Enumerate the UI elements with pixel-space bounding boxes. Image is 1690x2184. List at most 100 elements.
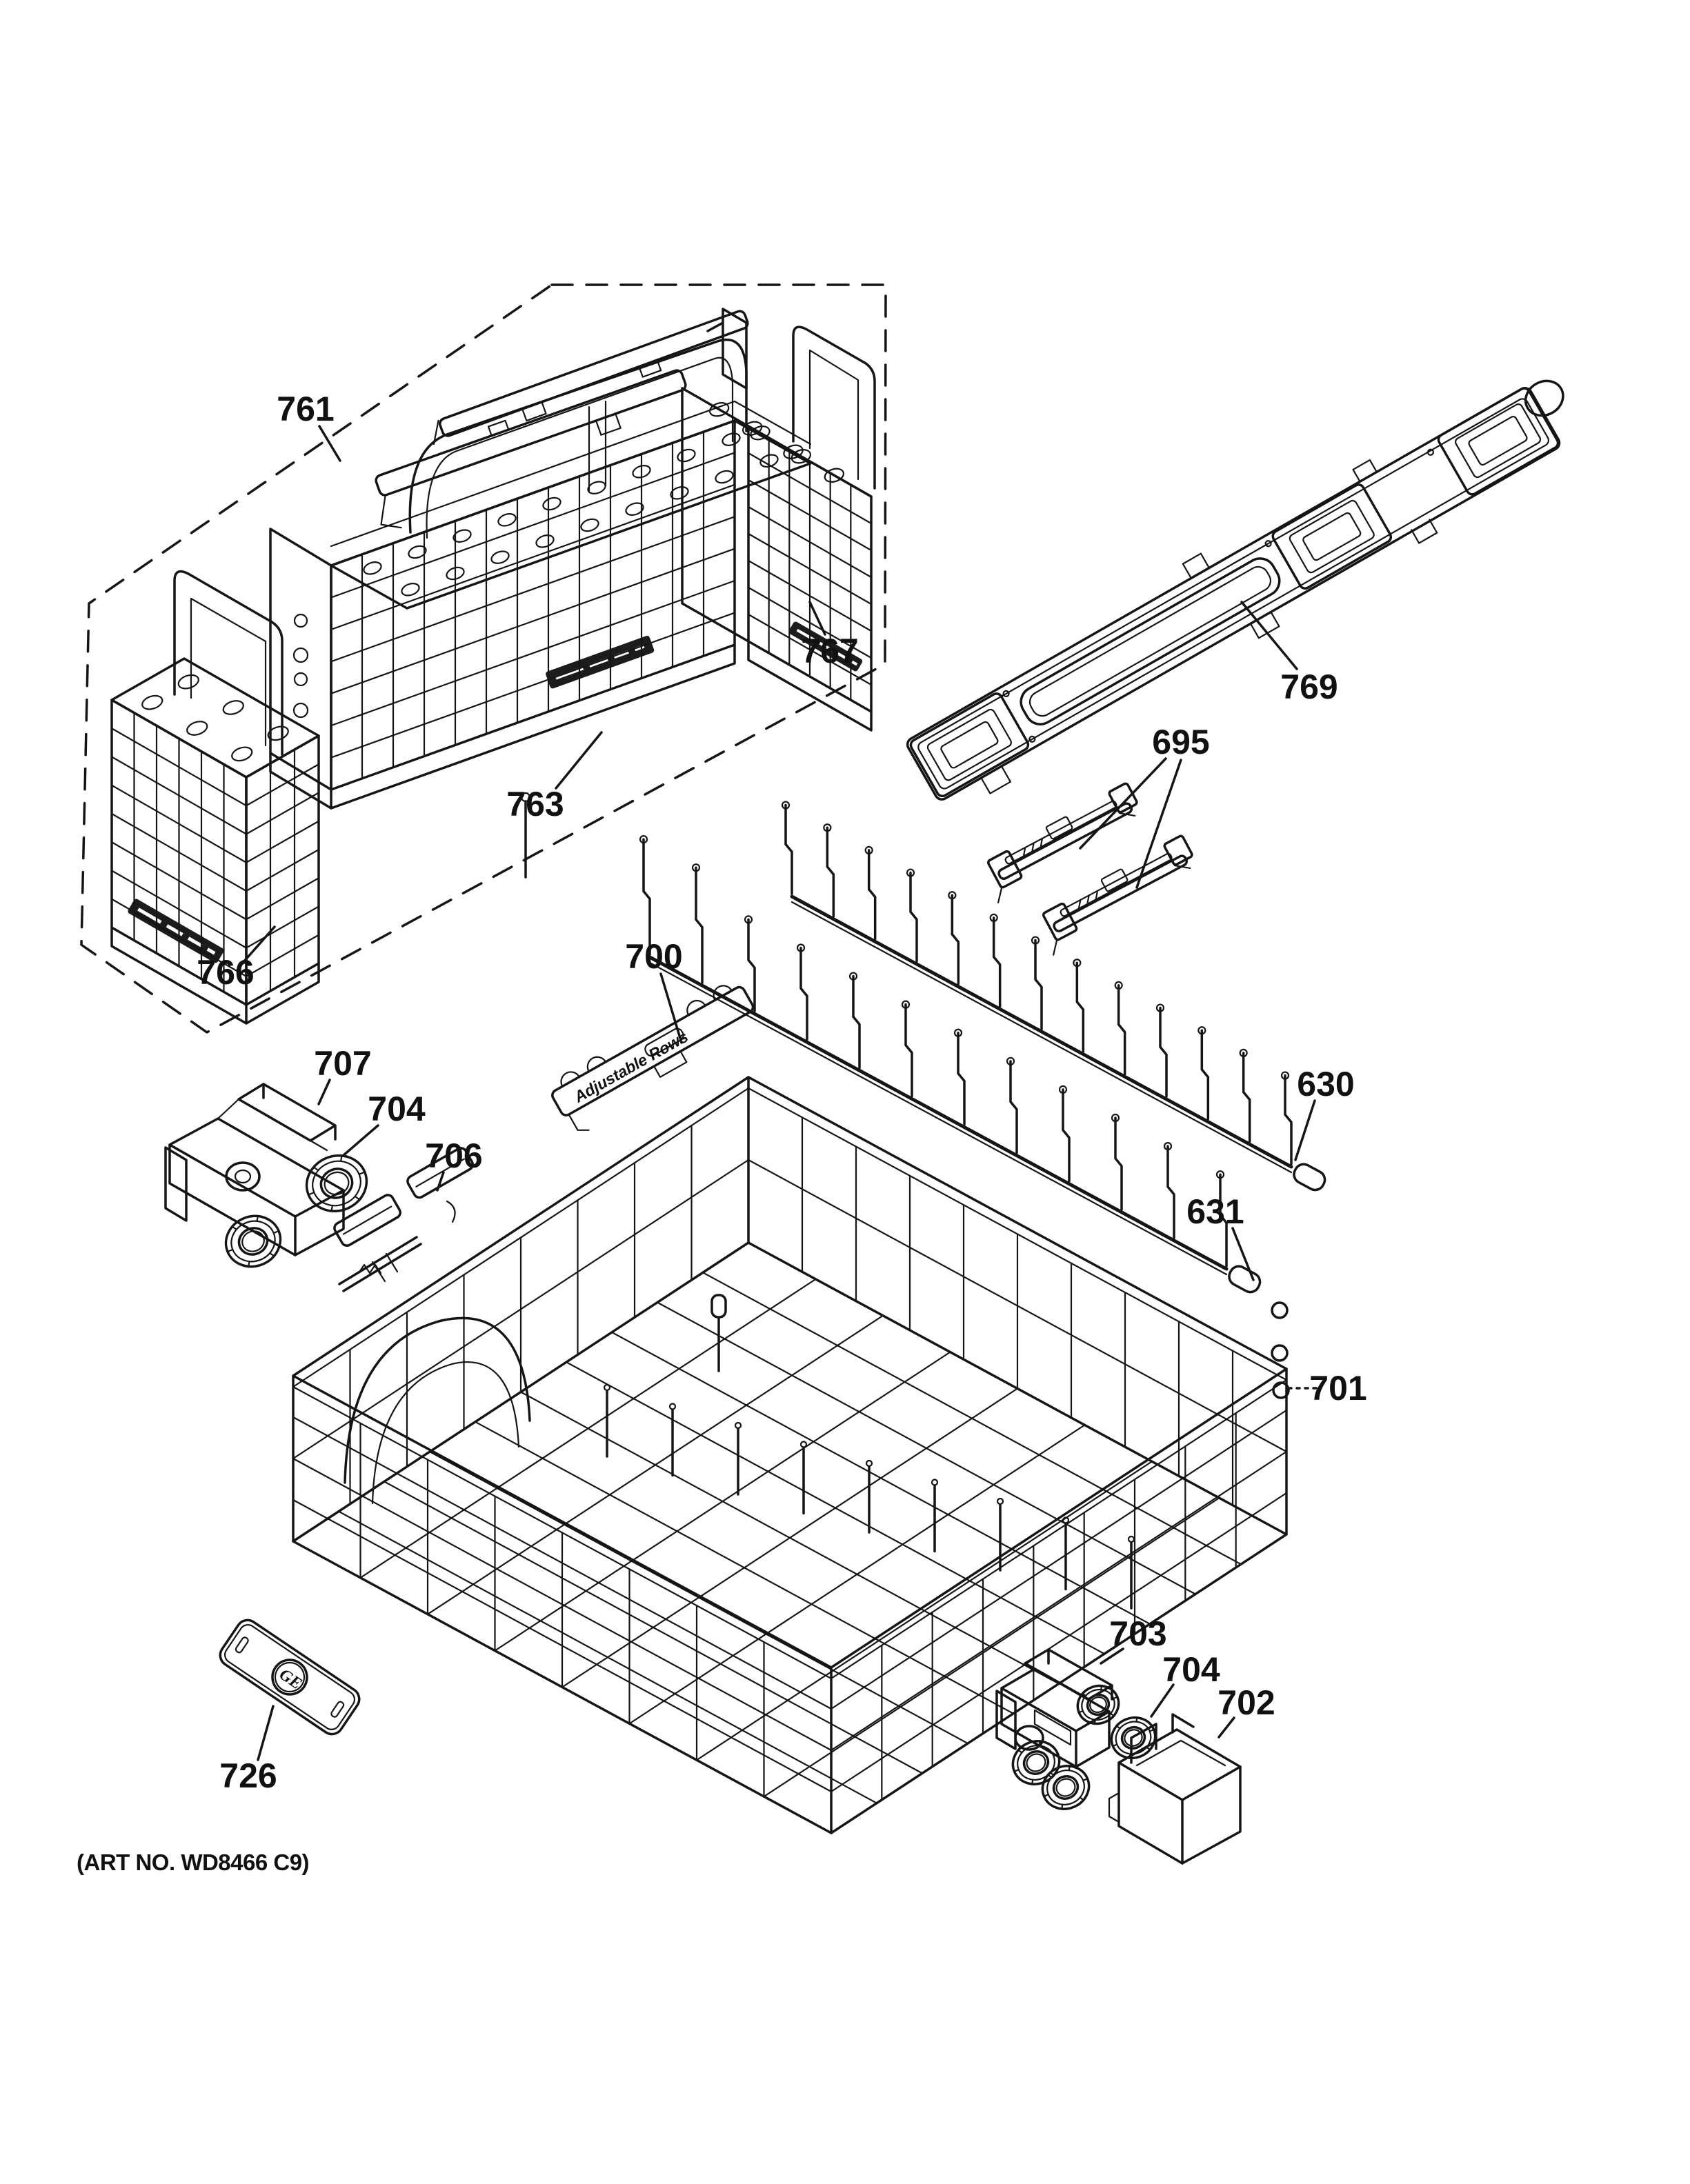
basket-766-warning-strip	[128, 899, 224, 963]
basket-766-cup-hole	[186, 721, 208, 736]
basket-763-cup-hole	[632, 465, 651, 479]
wire	[272, 1230, 280, 1234]
wire	[1129, 1753, 1131, 1759]
callout-leader-704	[341, 1124, 379, 1157]
wire	[1146, 1746, 1151, 1751]
part-number-label-703: 703	[1109, 1614, 1166, 1653]
wire	[1110, 1712, 1115, 1717]
rack-floor-wire	[359, 1278, 817, 1579]
callout-leader-766	[241, 925, 276, 964]
basket-767-warning-strip	[788, 621, 863, 672]
basket-766-mesh	[245, 763, 320, 807]
basket-767-cup-hole	[824, 468, 845, 483]
wire	[354, 1195, 361, 1201]
rack-floor-wire	[763, 1497, 1220, 1798]
basket-766-mesh	[110, 728, 248, 807]
part-number-label-704: 704	[1162, 1650, 1220, 1689]
part-number-label-700: 700	[625, 937, 682, 976]
part-number-label-763: 763	[506, 785, 564, 823]
wire	[248, 1261, 250, 1268]
lower-rack-701	[292, 1076, 1290, 1834]
basket-767-cup-hole	[708, 402, 730, 417]
part-number-label-630: 630	[1297, 1065, 1354, 1103]
wire	[1112, 1743, 1118, 1747]
wire	[1149, 1728, 1155, 1732]
basket-766-mesh	[110, 898, 248, 977]
roller-wheel-704-b	[224, 1214, 282, 1268]
roller-wheel-704-c	[1110, 1716, 1157, 1760]
basket-763-mesh	[330, 483, 736, 630]
basket-763-cup-hole	[453, 529, 472, 543]
rack-floor-wire	[561, 1387, 1019, 1688]
basket-766-mesh	[245, 820, 320, 863]
part-number-label-767: 767	[801, 632, 858, 670]
basket-763-cup-hole	[490, 550, 510, 564]
tine-row-630	[781, 801, 1326, 1192]
wire	[1135, 1716, 1138, 1723]
basket-763-cup-hole	[670, 486, 689, 500]
wire	[312, 1166, 319, 1172]
basket-763-cup-hole	[542, 497, 561, 511]
wire	[308, 1192, 315, 1196]
roller-wheel-704-d	[1041, 1765, 1091, 1810]
rack-floor-wire	[426, 1314, 884, 1615]
basket-766-mesh	[110, 812, 248, 892]
front-badge-plate-726: GE	[219, 1619, 361, 1736]
tine-tip	[865, 1459, 873, 1467]
wire	[1061, 1803, 1064, 1810]
callout-leader-702	[1217, 1716, 1235, 1739]
tine-tip	[1062, 1516, 1070, 1524]
callout-leader-695	[1079, 757, 1167, 850]
part-number-label-695: 695	[1152, 723, 1209, 761]
basket-766-mesh	[110, 841, 248, 921]
wire	[226, 1248, 234, 1253]
wire	[1017, 1749, 1023, 1754]
basket-763-cup-hole	[715, 470, 734, 484]
tine-tip	[520, 792, 531, 803]
basket-763-cup-hole	[446, 566, 465, 581]
wire	[330, 1204, 334, 1212]
basket-767-mesh	[747, 586, 873, 659]
tine-tip	[1127, 1535, 1135, 1543]
basket-766-mesh	[245, 877, 320, 921]
basket-763-cup-hole	[677, 448, 696, 463]
part-number-label-631: 631	[1186, 1192, 1244, 1231]
basket-763-mesh	[330, 612, 736, 759]
basket-767-cup-hole	[750, 425, 771, 441]
basket-766-mesh	[110, 870, 248, 949]
tine-tip	[931, 1479, 939, 1486]
callout-leader-630	[1294, 1099, 1316, 1161]
basket-767-cup-hole	[791, 449, 812, 464]
roller-bracket-707	[164, 1083, 345, 1256]
basket-766-cup-hole	[177, 674, 199, 690]
tine-tip	[996, 1497, 1004, 1505]
wire	[358, 1171, 366, 1175]
part-number-label-726: 726	[219, 1756, 277, 1795]
basket-767-cup-hole	[783, 444, 804, 459]
roller-assembly-706	[333, 1147, 474, 1292]
part-number-label-769: 769	[1280, 668, 1338, 706]
rack-floor-wire	[494, 1351, 951, 1652]
wire	[1013, 1769, 1020, 1772]
basket-766-mesh	[245, 905, 320, 949]
tine-tip	[799, 1441, 808, 1448]
basket-767-mesh	[747, 613, 873, 686]
rack-latch-clip-695-b	[1042, 834, 1193, 956]
part-number-label-704: 704	[368, 1090, 426, 1128]
tine-tip	[734, 1421, 742, 1430]
tine-row-631	[639, 834, 1262, 1294]
basket-lid-rails-761	[375, 308, 749, 529]
wire	[1043, 1794, 1049, 1797]
callout-leader-761	[318, 425, 341, 462]
basket-766-cup-hole	[222, 700, 244, 715]
basket-763-cup-hole	[401, 583, 420, 597]
tine-tip	[603, 1383, 611, 1392]
part-number-label-707: 707	[314, 1044, 371, 1083]
basket-763-mesh	[330, 452, 736, 599]
basket-763-cup-hole	[580, 518, 599, 532]
part-number-label-702: 702	[1217, 1683, 1275, 1722]
basket-763-cup-hole	[625, 502, 644, 516]
basket-766-cup-hole	[231, 746, 253, 762]
callout-leader-706	[436, 1171, 445, 1192]
